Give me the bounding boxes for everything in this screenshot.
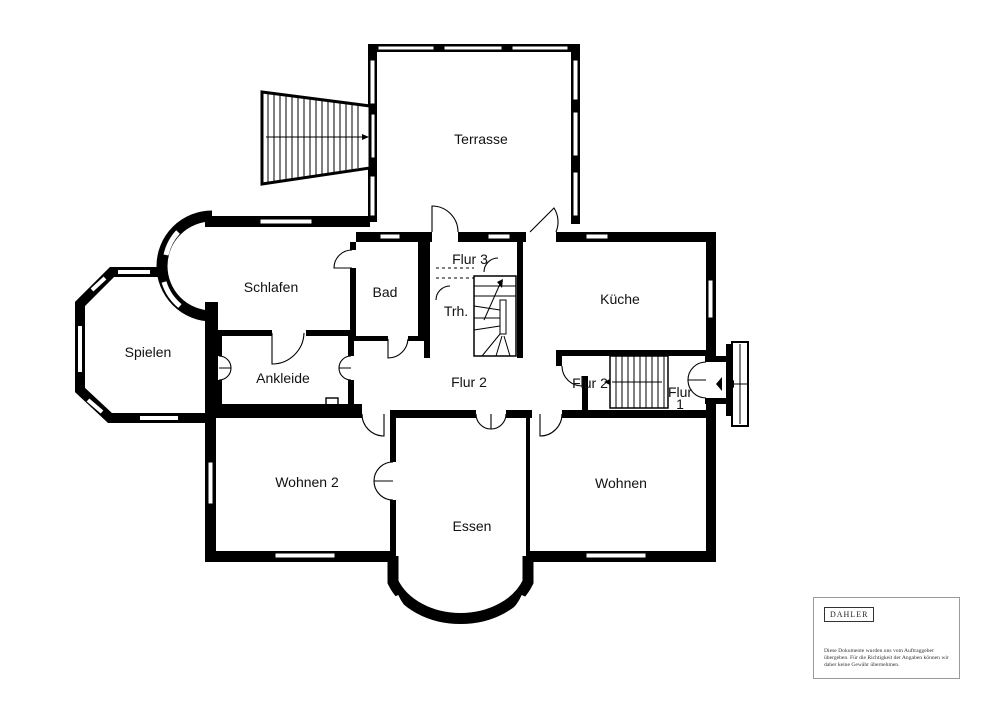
exterior-stairs xyxy=(260,90,372,186)
kitchen-stairs xyxy=(604,355,669,409)
interior-spiral-stairs xyxy=(436,267,517,357)
room-label-terrasse: Terrasse xyxy=(454,131,508,147)
room-label-ankleide: Ankleide xyxy=(256,370,310,386)
disclaimer-text: Diese Dokumente wurden uns vom Auftragge… xyxy=(824,648,949,668)
essen-bay xyxy=(387,556,534,637)
room-label-flur-2: Flur 2 xyxy=(451,374,487,390)
room-label-wohnen-2: Wohnen 2 xyxy=(275,474,339,490)
room-label-spielen: Spielen xyxy=(125,344,172,360)
room-label-wohnen: Wohnen xyxy=(595,475,647,491)
room-label-essen: Essen xyxy=(453,518,492,534)
room-label-treppenhaus: Trh. xyxy=(444,303,468,319)
room-label-flur-1-line1: Flur xyxy=(668,384,692,400)
room-label-flur-3: Flur 3 xyxy=(452,251,488,267)
terrace-walls xyxy=(368,44,580,224)
room-label-flur-1-line2: 1 xyxy=(676,396,684,412)
brand-logo: DAHLER xyxy=(824,607,875,622)
room-labels: Terrasse Schlafen Bad Flur 3 Trh. Küche … xyxy=(125,131,693,534)
interior-walls xyxy=(216,242,732,560)
entry-steps xyxy=(728,341,749,427)
room-label-bad: Bad xyxy=(373,284,398,300)
exterior-walls xyxy=(205,216,716,562)
room-label-flur-2-small: Flur 2 xyxy=(572,375,608,391)
room-label-kueche: Küche xyxy=(600,291,640,307)
spielen-bay xyxy=(75,267,210,423)
room-label-schlafen: Schlafen xyxy=(244,279,298,295)
legend-box: DAHLER Diese Dokumente wurden uns vom Au… xyxy=(813,597,960,679)
doors xyxy=(218,205,722,501)
schlafen-bay xyxy=(156,210,213,322)
